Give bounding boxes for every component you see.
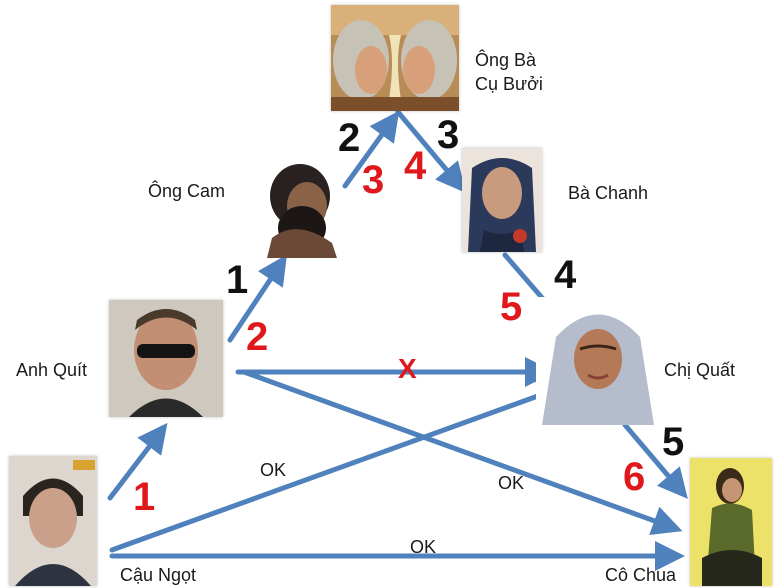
step-number-red-6: 6 [623, 455, 646, 499]
step-number-black-4: 4 [554, 253, 577, 297]
name-ong-cam: Ông Cam [148, 181, 226, 201]
step-number-black-2: 2 [338, 116, 361, 160]
step-number-black-3: 3 [437, 113, 460, 157]
cau-ngot-portrait [9, 456, 97, 586]
step-number-red-1: 1 [133, 475, 156, 519]
step-number-red-4: 4 [404, 144, 427, 188]
woman-hijab-image [536, 297, 660, 425]
name-co-chua: Cô Chua [605, 565, 677, 585]
young-man-sunglasses-image [109, 300, 223, 417]
step-number-red-3: 3 [362, 158, 385, 202]
name-ong-ba-cu-buoi: Ông Bà Cụ Bưởi [475, 50, 543, 94]
name-anh-quit: Anh Quít [16, 360, 88, 380]
step-number-red-2: 2 [246, 315, 269, 359]
arrow-ong-ba-to-ba-chanh [395, 109, 466, 193]
caveman-image [252, 158, 342, 258]
step-number-black-5: 5 [662, 420, 685, 464]
ok-label-cau-ngot-chi-quat: OK [260, 460, 287, 480]
ok-label-cau-ngot-co-chua: OK [410, 537, 437, 557]
elderly-couple-image [331, 5, 459, 111]
ong-ba-cu-buoi-portrait [331, 5, 459, 111]
step-number-red-5: 5 [500, 285, 523, 329]
step-number-black-1: 1 [226, 258, 249, 302]
ba-chanh-portrait [462, 148, 542, 252]
arrow-cau-ngot-to-anh-quit [107, 422, 168, 501]
chi-quat-portrait [536, 297, 660, 425]
ok-label-anh-quit-co-chua: OK [498, 473, 525, 493]
ong-cam-portrait [252, 158, 342, 258]
old-woman-image [462, 148, 542, 252]
arrow-ong-cam-to-ong-ba [342, 110, 400, 189]
seated-woman-image [690, 458, 772, 586]
teen-boy-image [9, 456, 97, 586]
name-cau-ngot: Cậu Ngọt [120, 565, 197, 585]
arrow-cau-ngot-to-chi-quat [109, 381, 569, 553]
co-chua-portrait [690, 458, 772, 586]
arrow-anh-quit-to-co-chua [241, 369, 683, 535]
anh-quit-portrait [109, 300, 223, 417]
arrow-anh-quit-to-ong-cam [227, 254, 287, 343]
name-chi-quat: Chị Quất [664, 360, 736, 380]
forbidden-x-mark: X [398, 353, 417, 384]
arrow-chi-quat-to-co-chua [622, 422, 688, 499]
name-ba-chanh: Bà Chanh [568, 183, 649, 203]
